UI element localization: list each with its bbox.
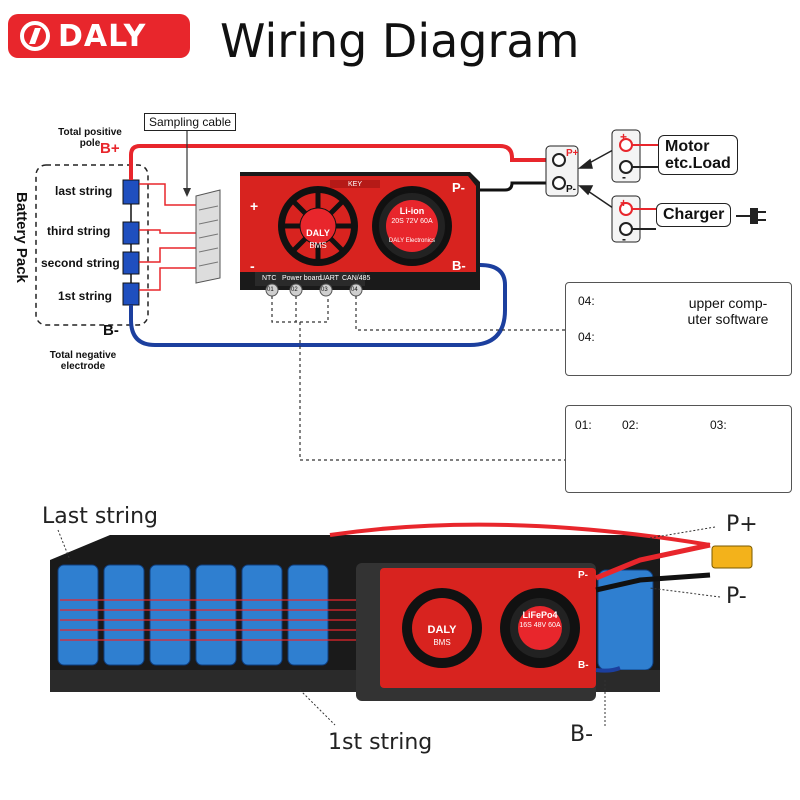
photo-board-brand: DALY [427,624,457,636]
motor-terminal [611,129,660,183]
photo-p-minus-label: P- [726,584,747,609]
accessory-num-1: 01: [575,418,592,432]
photo-board-spec: 16S 48V 60A [519,622,561,629]
accessory-num-2: 02: [622,418,639,432]
total-negative-label: Total negative electrode [49,350,117,372]
display-readout: 100.0% [663,429,687,436]
photo-board-bms: BMS [433,638,451,647]
key-label: KEY [348,181,363,188]
brand-name: DALY [58,18,147,54]
bms-board [240,172,480,297]
third-string-label: third string [47,224,111,238]
software-num-2: 04: [578,330,595,344]
motor-minus: - [622,170,626,184]
xt-connector [711,545,753,569]
software-label: upper comp- uter software [687,295,769,327]
software-num-1: 04: [578,294,595,308]
accessory-num-3: 03: [710,418,727,432]
photo-first-string-label: 1st string [328,730,433,755]
last-string-label: last string [55,184,113,198]
battery-cells [122,179,140,306]
total-positive-label: Total positive pole [58,127,122,149]
terminal-p-minus: P- [566,184,576,195]
port-power-board: Power board [282,275,322,282]
board-minus: - [250,258,255,274]
board-chemistry: Li-ion [399,206,425,216]
photo-board-title: LiFePo4 [522,610,558,620]
photo-last-string-label: Last string [42,504,158,529]
sampling-wires [139,183,200,291]
photo-board-p-minus: P- [578,570,588,581]
sampling-connector [195,189,221,284]
board-p-minus: P- [452,180,465,195]
port-connections [271,296,565,461]
sampling-cable-label: Sampling cable [144,113,237,131]
port-num-3: 03 [321,287,328,293]
p-terminal-block [545,145,579,197]
page-title: Wiring Diagram [220,14,580,68]
battery-pack-label: Battery Pack [13,192,30,283]
software-panel [565,282,792,376]
port-num-1: 01 [267,287,274,293]
port-can: CAN/485 [342,275,371,282]
b-minus-wire [129,263,507,347]
board-plus: + [250,198,259,214]
motor-load-box: Motor etc.Load [658,135,738,175]
photo-p-plus-label: P+ [726,512,758,537]
b-plus-label: B+ [100,140,120,157]
charger-box: Charger [656,203,732,227]
charger-plus: + [620,196,628,210]
b-plus-wire [129,144,548,180]
load-arrows [577,149,614,209]
photo-b-minus-label: B- [570,722,594,747]
board-b-minus: B- [452,258,466,273]
battery-pack-outline [35,164,149,326]
daly-logo-icon [20,21,50,51]
charger-minus: - [622,232,626,246]
b-minus-label: B- [103,322,119,339]
terminal-p-plus: P+ [566,148,579,159]
second-string-label: second string [41,256,120,270]
motor-plus: + [620,130,628,144]
first-string-label: 1st string [58,289,113,303]
port-ntc: NTC [262,275,277,282]
photo-p-plus-wire [595,542,711,581]
board-spec: 20S 72V 60A [391,218,433,225]
port-num-2: 02 [291,287,298,293]
port-num-4: 04 [351,287,358,293]
photo-sense-wires [60,599,380,641]
photo-p-minus-wire [595,572,711,593]
port-uart: UART [320,275,339,282]
board-brand: DALY [306,228,330,238]
daly-logo: DALY [8,14,190,58]
photo-board-b-minus: B- [578,660,589,671]
battery-photo [50,522,753,701]
accessories-panel [565,405,792,493]
board-company: DALY Electronics [388,238,436,244]
p-minus-wire [480,181,548,192]
board-bms: BMS [309,241,327,250]
charger-terminal [611,195,766,243]
